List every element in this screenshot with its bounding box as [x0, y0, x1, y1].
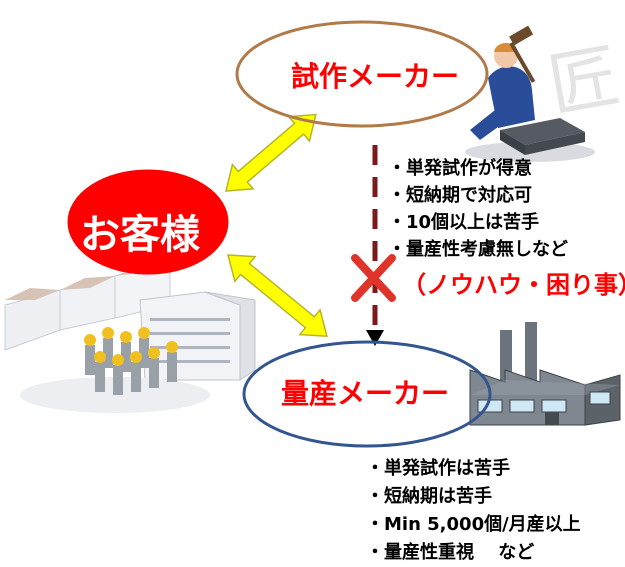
trait-item: ・短納期で対応可: [388, 185, 532, 206]
customer-label: お客様: [80, 212, 200, 258]
trait-item: ・短納期は苦手: [366, 486, 492, 507]
trait-item: ・10個以上は苦手: [388, 212, 540, 233]
customer-prototype-double-arrow: [225, 113, 317, 192]
craftsman-illustration: [465, 25, 595, 162]
factory-buildings-illustration: [4, 261, 256, 413]
prototype-maker-label: 試作メーカー: [290, 60, 459, 93]
prototype-maker-node: [235, 20, 489, 128]
trait-item: ・単発試作は苦手: [366, 458, 510, 479]
trait-item: ・単発試作が得意: [388, 158, 532, 179]
mass-maker-traits-list: ・単発試作は苦手 ・短納期は苦手 ・Min 5,000個/月産以上 ・量産性重視…: [366, 455, 581, 567]
dashed-connector-arrowhead: [366, 330, 384, 346]
mass-production-maker-node: [242, 340, 492, 448]
trait-item: ・量産性考慮無しなど: [388, 239, 568, 260]
customer-mass-double-arrow: [227, 254, 328, 338]
cross-mark-icon: [351, 254, 396, 302]
trait-item: ・量産性重視 など: [366, 542, 535, 563]
factory-illustration: [469, 322, 621, 426]
trait-item: ・Min 5,000個/月産以上: [366, 514, 581, 535]
workers-illustration: [84, 327, 178, 395]
mass-production-maker-label: 量産メーカー: [280, 377, 449, 410]
customer-node: [67, 169, 229, 275]
prototype-maker-traits-list: ・単発試作が得意 ・短納期で対応可 ・10個以上は苦手 ・量産性考慮無しなど: [388, 155, 568, 263]
knowhow-note: （ノウハウ・困り事）: [402, 271, 625, 299]
